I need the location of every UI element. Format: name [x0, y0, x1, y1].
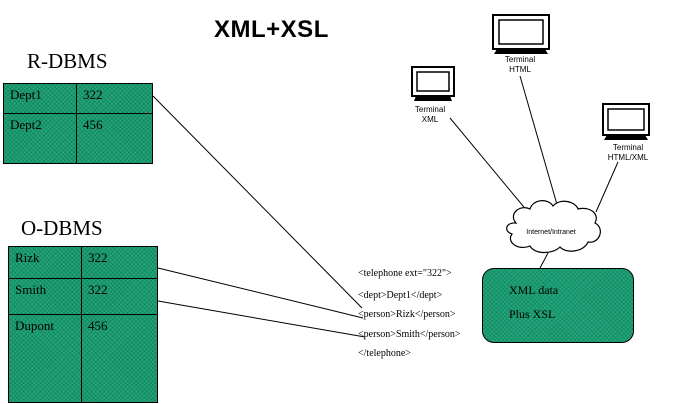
table-cell: 456 — [81, 314, 158, 403]
terminal-htmlxml-connector — [595, 161, 619, 213]
internet-cloud-icon — [506, 200, 601, 254]
terminal-label-line: Terminal — [414, 105, 446, 114]
xml-snippet-line: <telephone ext="322"> — [358, 268, 452, 279]
table-row: Dupont 456 — [8, 314, 158, 403]
table-row: Dept1 322 — [3, 83, 153, 114]
table-cell: Smith — [8, 277, 82, 316]
terminal-label-line: XML — [421, 115, 439, 124]
terminal-label-line: HTML — [509, 65, 531, 74]
table-row: Smith 322 — [8, 277, 158, 316]
table-cell: Dept2 — [3, 113, 77, 164]
table-cell: Rizk — [8, 246, 82, 279]
diagram-title: XML+XSL — [214, 16, 329, 43]
xml-box-label: Plus XSL — [509, 307, 556, 321]
terminal-label: Terminal HTML — [490, 55, 550, 75]
table-row: Rizk 322 — [8, 246, 158, 279]
odbms-label: O-DBMS — [21, 216, 103, 240]
table-cell: 456 — [76, 113, 153, 164]
monitor-icon — [602, 103, 650, 140]
terminal-xml-connector — [449, 117, 529, 213]
terminal-label-line: Terminal — [504, 55, 536, 64]
table-cell: Dupont — [8, 314, 82, 403]
table-row: Dept2 456 — [3, 113, 153, 164]
terminal-html-connector — [519, 75, 559, 209]
xml-snippet-line: <dept>Dept1</dept> — [358, 290, 443, 301]
xml-box-to-cloud-connector — [539, 252, 549, 269]
xml-snippet-line: <person>Rizk</person> — [358, 309, 456, 320]
rdbms-to-xml-connector — [152, 95, 363, 309]
xml-data-box: XML data Plus XSL — [482, 268, 634, 343]
terminal-label: Terminal XML — [400, 105, 460, 125]
rdbms-label: R-DBMS — [27, 49, 108, 73]
xml-snippet-line: <person>Smith</person> — [358, 329, 461, 340]
cloud-label: Internet/Intranet — [526, 229, 576, 236]
terminal-label: Terminal HTML/XML — [596, 143, 660, 163]
table-cell: 322 — [81, 246, 158, 279]
monitor-icon — [492, 14, 550, 54]
odbms-rizk-connector — [157, 267, 364, 319]
xml-box-label: XML data — [509, 283, 559, 297]
table-cell: 322 — [76, 83, 153, 114]
odbms-table: Rizk 322 Smith 322 Dupont 456 — [8, 246, 158, 403]
terminal-label-line: HTML/XML — [607, 153, 649, 162]
xml-snippet-line: </telephone> — [358, 348, 411, 359]
terminal-label-line: Terminal — [612, 143, 644, 152]
odbms-smith-connector — [157, 300, 366, 338]
rdbms-table: Dept1 322 Dept2 456 — [3, 83, 153, 164]
monitor-icon — [411, 66, 455, 101]
table-cell: 322 — [81, 277, 158, 316]
table-cell: Dept1 — [3, 83, 77, 114]
